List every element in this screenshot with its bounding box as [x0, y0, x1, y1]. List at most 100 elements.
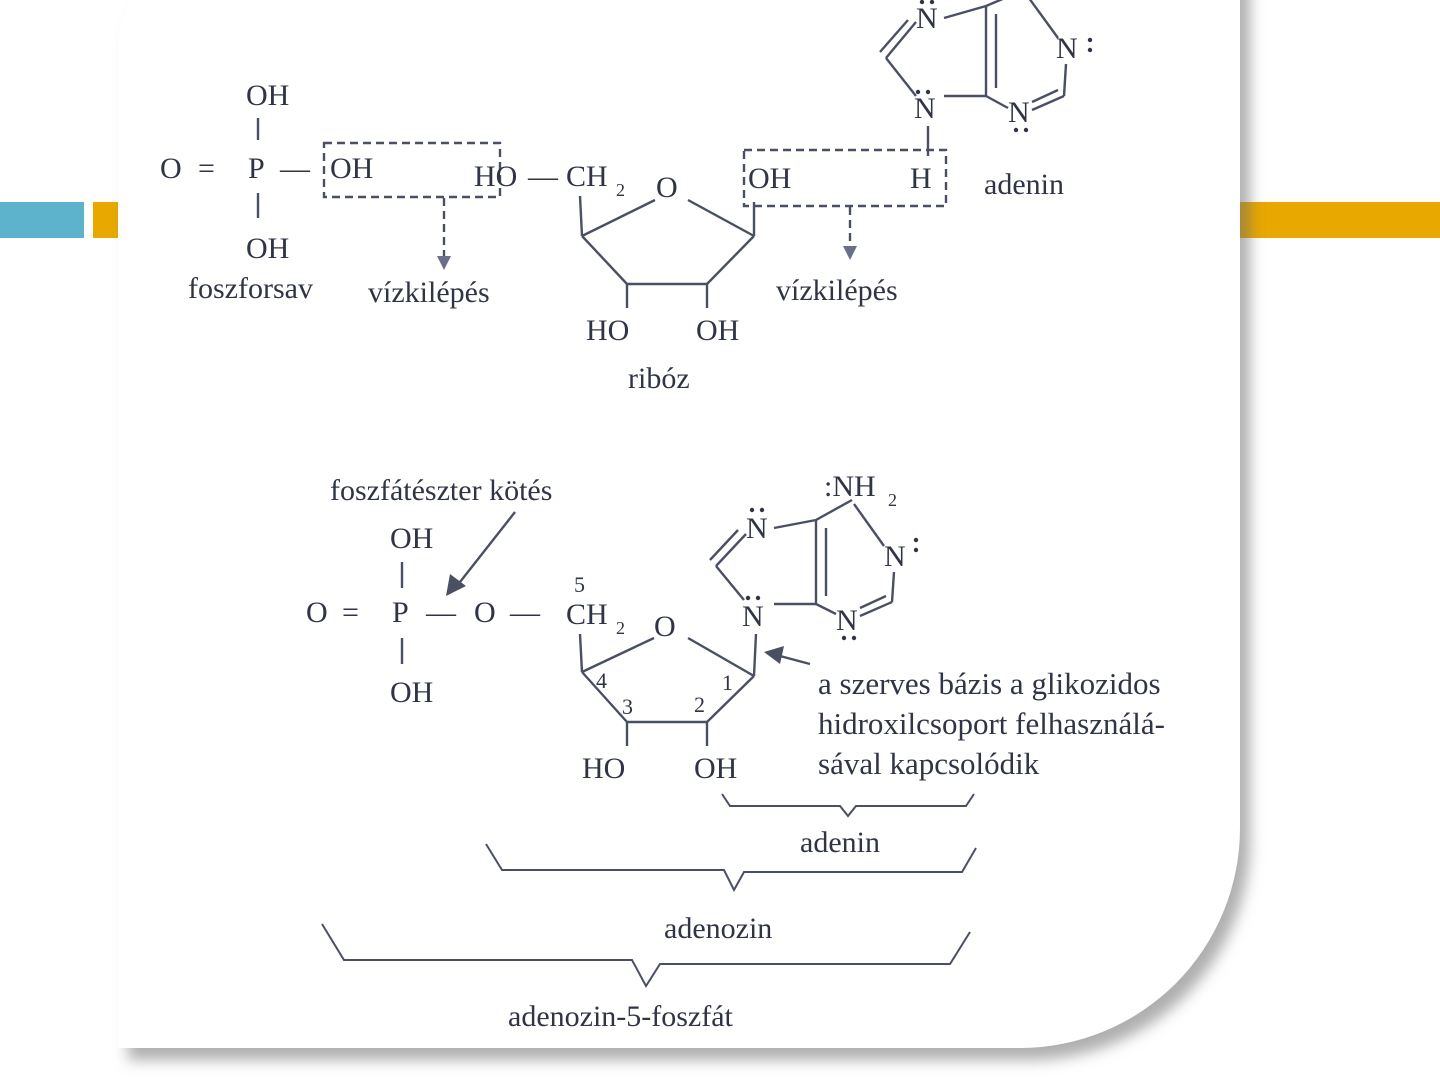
water-box-left [322, 141, 502, 199]
carbon-3-number: 3 [622, 694, 633, 719]
lone-pair [913, 547, 919, 553]
phosphodiester-arrow-head [446, 574, 466, 596]
adenine-n1-bottom: N [884, 540, 906, 573]
phosphate-double-bond: = [342, 596, 359, 629]
bond-n7-c5 [943, 4, 987, 20]
bond-ch2-c4 [578, 633, 584, 673]
adenine-bottom: N N :NH 2 N N [709, 470, 919, 641]
ch-group: CH [566, 160, 608, 193]
phosphodiester-label: foszfátészter kötés [330, 474, 552, 507]
bond-n7-c8 [715, 533, 747, 567]
ho-group: HO [474, 160, 517, 193]
adenine-n7: N [916, 2, 938, 35]
brace-amp [321, 923, 971, 988]
ho-c3-bottom: HO [582, 752, 625, 785]
bond-c5-c6 [985, 0, 1004, 8]
lone-pair [749, 507, 755, 513]
oh-right: OH [330, 152, 373, 185]
oh-c2-bottom: OH [694, 752, 737, 785]
bond-c2-n3 [859, 600, 893, 618]
bond-ch2-c4 [578, 195, 584, 237]
phosphate-dash2: — [509, 596, 541, 629]
phosphate-p: P [392, 596, 409, 629]
ho-c3: HO [586, 314, 629, 347]
lone-pair [913, 537, 919, 543]
o-atom: O [160, 152, 182, 185]
accent-bar-gold-right [1236, 202, 1440, 238]
lone-pair [919, 0, 925, 5]
adenine-n3: N [1008, 96, 1030, 129]
carbon-1-number: 1 [722, 670, 733, 695]
ribose-ring-bottom: O 4 3 2 1 HO OH [578, 610, 758, 785]
phosphate-oh-bottom: OH [390, 676, 433, 709]
ho-ch2-dash: — [527, 160, 559, 193]
bond-c8-n9 [715, 565, 745, 601]
accent-bar-blue [0, 202, 84, 238]
adenine-h: H [910, 162, 932, 195]
bottom-product: foszfátészter kötés OH O = P — O — OH 5 … [306, 470, 1165, 1033]
phosphate-dash1: — [425, 596, 457, 629]
bond-n1-c2 [1062, 63, 1068, 97]
glycosidic-note-line-3: sával kapcsolódik [818, 746, 1040, 781]
top-reaction: OH O = P — OH OH foszforsav vízkilépés H… [160, 0, 1093, 395]
bond-c4-c3 [581, 235, 628, 285]
bond-n7-c8-double [879, 19, 909, 53]
brace-label-adenosine: adenozin [664, 912, 772, 945]
phosphate-o: O [306, 596, 328, 629]
bond-n3-c4 [985, 94, 1009, 110]
brace-label-adenine: adenin [800, 826, 880, 859]
brace-label-amp: adenozin-5-foszfát [508, 1000, 734, 1033]
lone-pair [929, 0, 935, 5]
bond-c5-c6 [815, 498, 853, 522]
phosphate-group: OH O = P — O — OH [306, 522, 541, 709]
glycosidic-arrow-head [764, 646, 784, 664]
water-loss-left-label: vízkilépés [368, 276, 490, 309]
lone-pair [755, 595, 761, 601]
brace-adenine [721, 793, 975, 818]
lone-pair [1013, 127, 1019, 133]
adenine-n1: N [1056, 32, 1078, 65]
glycosidic-note-line-1: a szerves bázis a glikozidos [818, 666, 1161, 701]
bond-c2-n3-double [1031, 88, 1059, 104]
water-loss-right-label: vízkilépés [776, 274, 898, 307]
bond-dash: — [279, 152, 311, 185]
carbon-5-number: 5 [574, 572, 585, 597]
bond-c4-o [581, 198, 656, 238]
oh-c1: OH [748, 162, 791, 195]
oh-bottom: OH [246, 232, 289, 265]
phosphodiester-arrow-line [459, 511, 516, 583]
ring-oxygen: O [656, 171, 678, 204]
bond-c6-n1 [1028, 0, 1059, 39]
bond-c4-c3 [581, 671, 628, 723]
ch2-subscript: 2 [616, 180, 625, 200]
phosphate-oh-top: OH [390, 522, 433, 555]
adenine-n9: N [914, 92, 936, 125]
bond-c4-o [581, 636, 655, 674]
bond-n7-c5 [773, 518, 817, 530]
bond-n3-c4 [815, 602, 837, 616]
glycosidic-arrow-line [779, 654, 811, 666]
nh2-subscript: 2 [888, 490, 897, 510]
bond-n7-c8-double [709, 529, 739, 561]
carbon-4-number: 4 [596, 668, 607, 693]
oh-top: OH [246, 79, 289, 112]
phosphate-o-bridge: O [474, 596, 496, 629]
lone-pair [915, 89, 921, 95]
lone-pair [1023, 127, 1029, 133]
lone-pair [851, 635, 857, 641]
slide-card [118, 0, 1240, 1048]
bond-o-c1 [687, 636, 755, 678]
water-box-right [742, 148, 948, 208]
lone-pair [1087, 47, 1093, 53]
water-arrow-left-head [437, 256, 451, 270]
ribose-ring: O HO OH ribóz [578, 171, 756, 395]
bond-c6-n1 [853, 503, 885, 547]
adenine-top: N N N N adenin [879, 0, 1093, 201]
lone-pair [841, 635, 847, 641]
nh2-group: :NH [824, 470, 876, 503]
lone-pair [925, 89, 931, 95]
bond-c8-n9 [885, 57, 917, 97]
p-atom: P [248, 152, 265, 185]
ring-oxygen-bottom: O [654, 610, 676, 643]
